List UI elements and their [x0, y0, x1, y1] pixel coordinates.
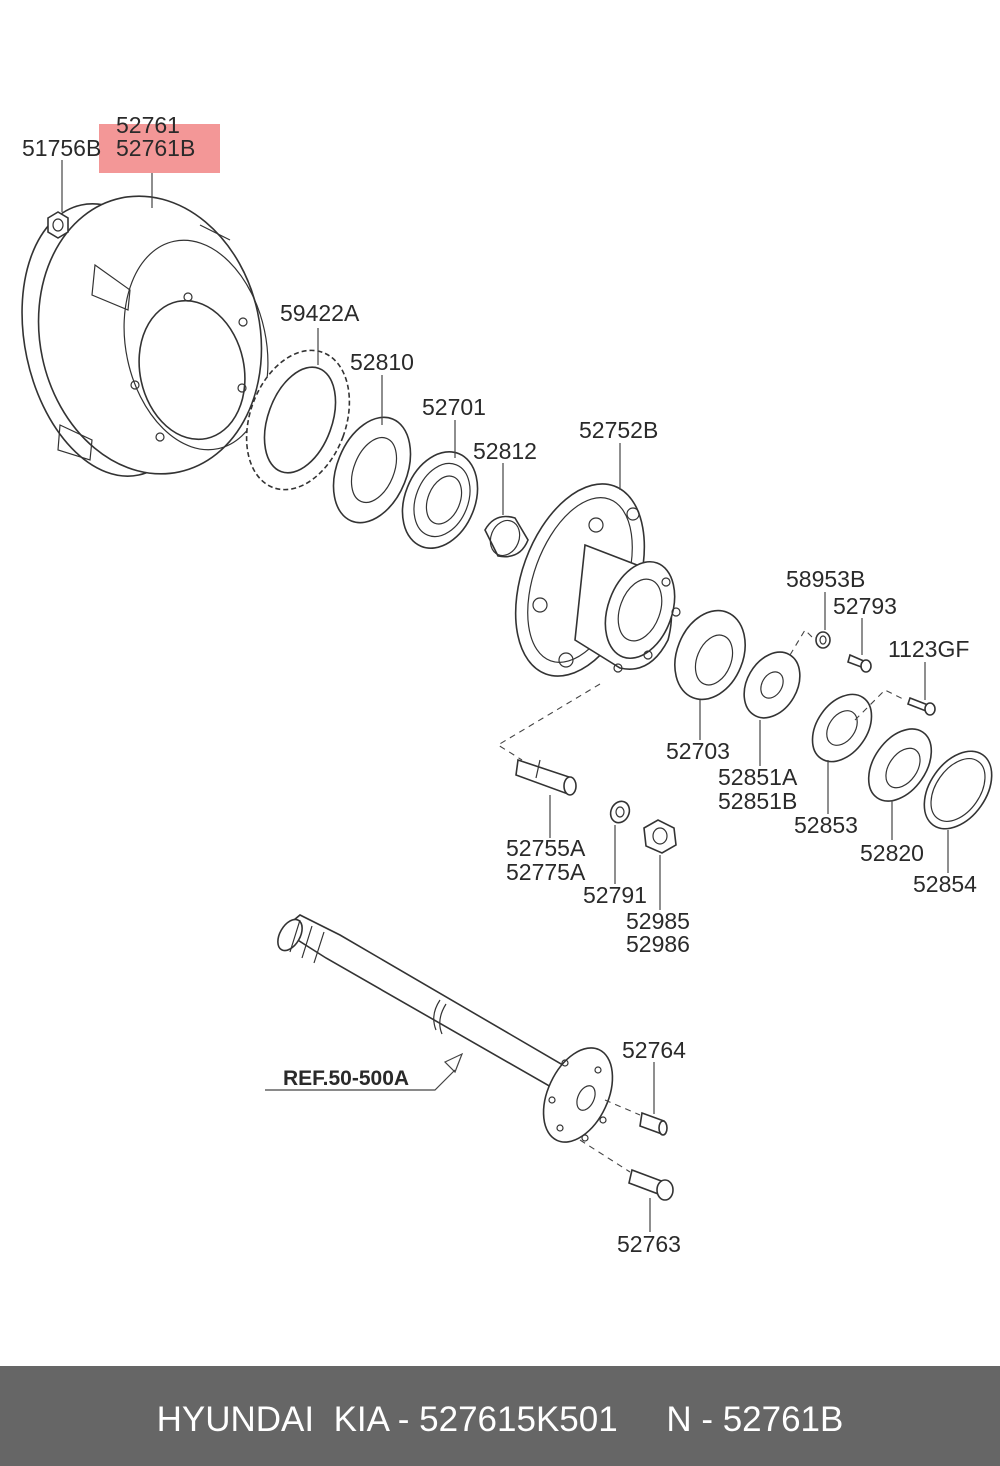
label-52812: 52812	[473, 438, 537, 464]
part-highlight	[99, 124, 220, 173]
label-1123GF: 1123GF	[888, 636, 969, 662]
screw-52793	[847, 653, 872, 673]
label-52703: 52703	[666, 738, 730, 764]
leader-lines	[61, 160, 949, 1232]
label-52752B: 52752B	[579, 417, 658, 443]
wheel-nut-51756B	[47, 211, 69, 239]
label-52764: 52764	[622, 1037, 686, 1063]
label-52763: 52763	[617, 1231, 681, 1257]
washer-52791	[609, 800, 631, 824]
part-number-caption: HYUNDAI KIA - 527615K501 N - 52761B	[156, 1400, 844, 1439]
hub-nut-52985	[643, 819, 677, 854]
label-52854: 52854	[913, 871, 977, 897]
bearing-52701	[401, 451, 479, 549]
label-59422A: 59422A	[280, 300, 360, 326]
hub-stud-52755A	[515, 758, 577, 796]
label-52820: 52820	[860, 840, 924, 866]
bearing-52703	[674, 609, 746, 701]
cap-52854	[923, 750, 993, 830]
oil-seal-52810	[332, 416, 412, 524]
label-52775A: 52775A	[506, 859, 586, 885]
label-52761B: 52761B	[116, 135, 195, 161]
footer-bar: HYUNDAI KIA - 527615K501 N - 52761B	[0, 1366, 1000, 1466]
seal-52820	[867, 728, 933, 802]
label-51756B: 51756B	[22, 135, 101, 161]
lock-plate-52853	[811, 693, 873, 763]
bolt-52763	[628, 1168, 674, 1201]
label-52853: 52853	[794, 812, 858, 838]
label-52986: 52986	[626, 931, 690, 957]
brake-drum	[21, 195, 269, 477]
axle-shaft	[277, 914, 614, 1143]
label-58953B: 58953B	[786, 566, 865, 592]
assembly-lines	[496, 629, 906, 1173]
label-52810: 52810	[350, 349, 414, 375]
label-52791: 52791	[583, 882, 647, 908]
lock-washer-52851A	[743, 651, 801, 719]
label-52701: 52701	[422, 394, 486, 420]
label-52761: 52761	[116, 112, 180, 138]
label-52755A: 52755A	[506, 835, 586, 861]
label-52851B: 52851B	[718, 788, 797, 814]
label-ref-50-500A: REF.50-500A	[283, 1067, 409, 1090]
label-52985: 52985	[626, 908, 690, 934]
label-52851A: 52851A	[718, 764, 798, 790]
label-52793: 52793	[833, 593, 897, 619]
washer-58953B	[815, 631, 831, 649]
wheel-hub	[514, 483, 681, 677]
spacer-52812	[484, 515, 529, 558]
exploded-parts-diagram: 51756B 52761 52761B 59422A 52810 52701 5…	[21, 112, 993, 1257]
tone-ring	[245, 349, 351, 491]
screw-1123GF	[907, 696, 936, 716]
part-labels: 51756B 52761 52761B 59422A 52810 52701 5…	[22, 112, 977, 1257]
pin-52764	[639, 1111, 668, 1136]
